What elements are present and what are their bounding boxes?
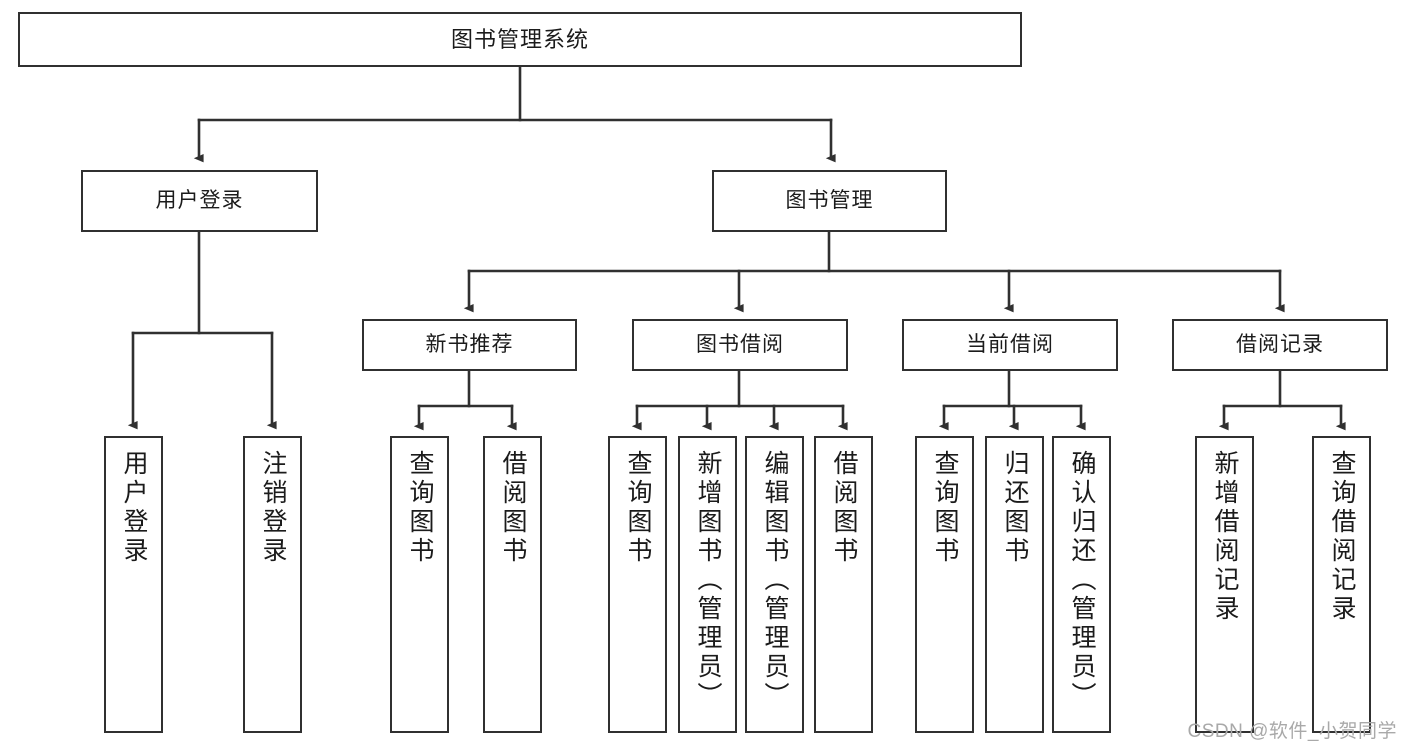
node-user-login-label: 用户登录 bbox=[155, 188, 244, 212]
node-book-borrow-label: 图书借阅 bbox=[696, 332, 784, 356]
node-borrow-record-label: 借阅记录 bbox=[1236, 332, 1324, 356]
node-leaf-user-login[interactable]: 用户登录 bbox=[104, 436, 163, 733]
node-leaf-query-book-3-label: 查询图书 bbox=[931, 450, 959, 566]
node-book-borrow[interactable]: 图书借阅 bbox=[632, 319, 848, 371]
node-leaf-return-book[interactable]: 归还图书 bbox=[985, 436, 1044, 733]
node-book-manage[interactable]: 图书管理 bbox=[712, 170, 947, 232]
node-leaf-borrow-book-2[interactable]: 借阅图书 bbox=[814, 436, 873, 733]
node-leaf-query-borrow-record-label: 查询借阅记录 bbox=[1328, 450, 1356, 624]
node-leaf-edit-book-admin-label: 编辑图书（管理员） bbox=[761, 450, 789, 711]
node-new-book-recommend[interactable]: 新书推荐 bbox=[362, 319, 577, 371]
node-leaf-query-borrow-record[interactable]: 查询借阅记录 bbox=[1312, 436, 1371, 733]
node-root[interactable]: 图书管理系统 bbox=[18, 12, 1022, 67]
node-leaf-query-book-2[interactable]: 查询图书 bbox=[608, 436, 667, 733]
node-leaf-borrow-book-1[interactable]: 借阅图书 bbox=[483, 436, 542, 733]
node-leaf-logout[interactable]: 注销登录 bbox=[243, 436, 302, 733]
node-book-manage-label: 图书管理 bbox=[785, 188, 874, 212]
node-leaf-return-book-label: 归还图书 bbox=[1001, 450, 1029, 566]
node-borrow-record[interactable]: 借阅记录 bbox=[1172, 319, 1388, 371]
node-new-book-recommend-label: 新书推荐 bbox=[425, 332, 514, 356]
node-leaf-borrow-book-1-label: 借阅图书 bbox=[499, 450, 527, 566]
node-leaf-edit-book-admin[interactable]: 编辑图书（管理员） bbox=[745, 436, 804, 733]
node-root-label: 图书管理系统 bbox=[450, 26, 589, 52]
node-leaf-confirm-return-label: 确认归还（管理员） bbox=[1068, 450, 1096, 711]
node-current-borrow-label: 当前借阅 bbox=[966, 332, 1054, 356]
node-leaf-query-book-3[interactable]: 查询图书 bbox=[915, 436, 974, 733]
node-leaf-query-book-2-label: 查询图书 bbox=[624, 450, 652, 566]
node-leaf-query-book-1[interactable]: 查询图书 bbox=[390, 436, 449, 733]
node-leaf-user-login-label: 用户登录 bbox=[120, 450, 148, 566]
node-leaf-query-book-1-label: 查询图书 bbox=[406, 450, 434, 566]
node-leaf-add-book-admin[interactable]: 新增图书（管理员） bbox=[678, 436, 737, 733]
node-leaf-add-borrow-record-label: 新增借阅记录 bbox=[1211, 450, 1239, 624]
node-leaf-borrow-book-2-label: 借阅图书 bbox=[830, 450, 858, 566]
node-leaf-add-borrow-record[interactable]: 新增借阅记录 bbox=[1195, 436, 1254, 733]
node-leaf-add-book-admin-label: 新增图书（管理员） bbox=[694, 450, 722, 711]
node-leaf-confirm-return[interactable]: 确认归还（管理员） bbox=[1052, 436, 1111, 733]
node-current-borrow[interactable]: 当前借阅 bbox=[902, 319, 1118, 371]
node-leaf-logout-label: 注销登录 bbox=[259, 450, 287, 566]
node-user-login[interactable]: 用户登录 bbox=[81, 170, 318, 232]
